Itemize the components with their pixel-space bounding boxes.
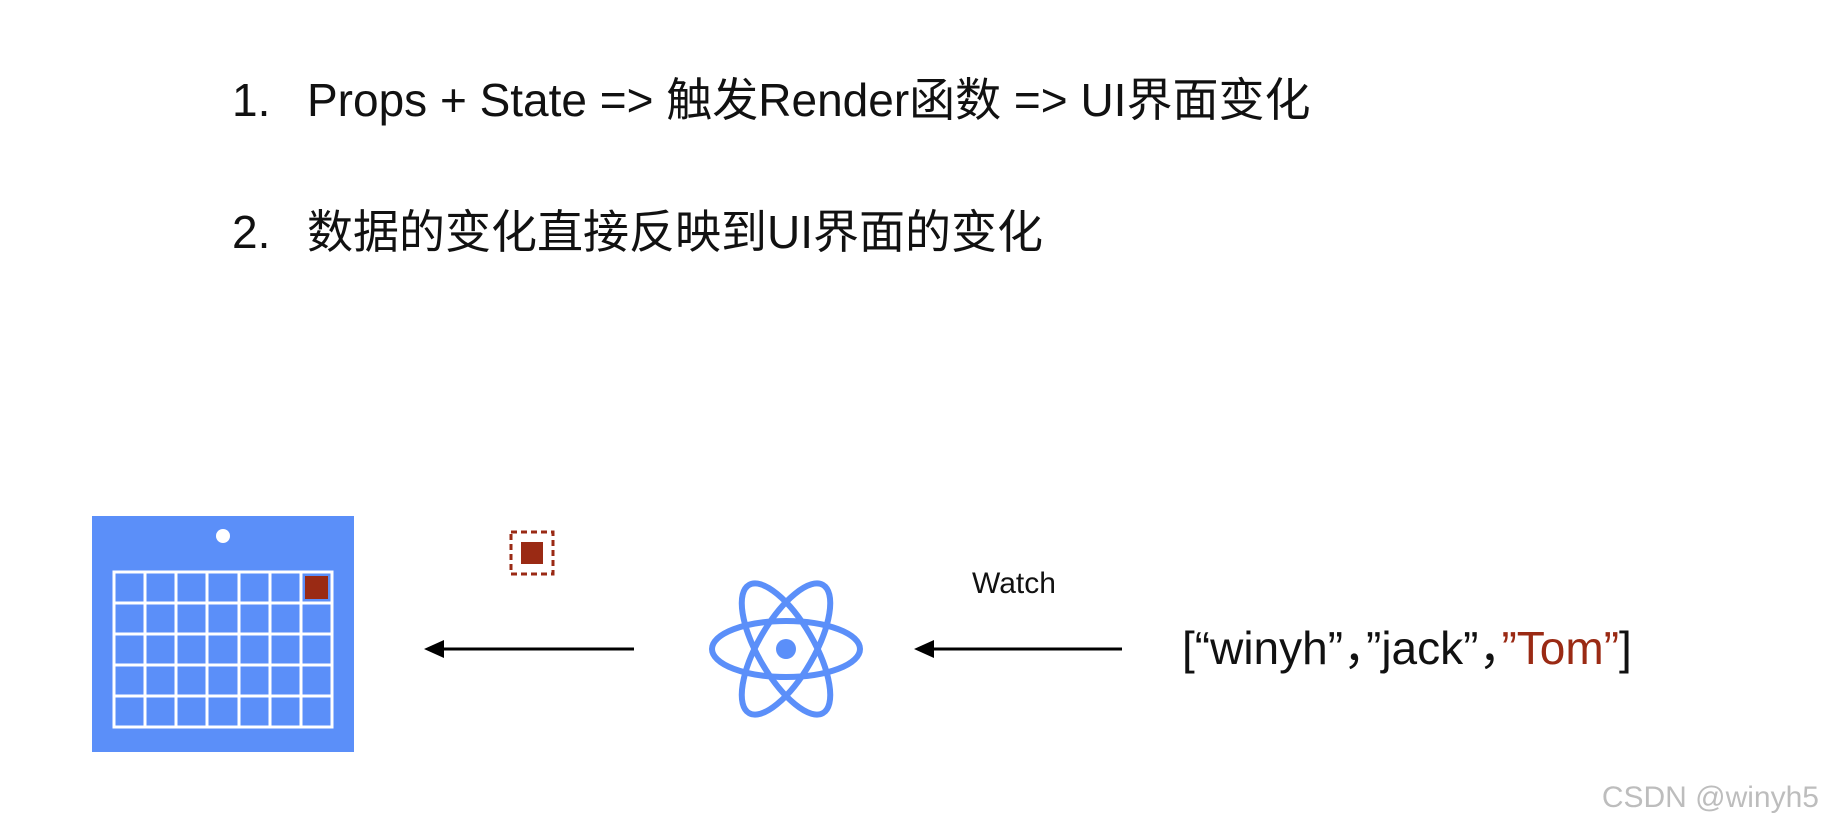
- calendar-grid-icon: [92, 516, 354, 752]
- data-array-prefix: [“winyh”，”jack”，: [1182, 622, 1502, 674]
- react-atom-icon: [709, 580, 863, 718]
- data-array-suffix: ]: [1619, 622, 1632, 674]
- changed-cell-icon: [509, 530, 555, 576]
- list-item-number: 1.: [232, 74, 271, 126]
- list-item-1: 1. Props + State => 触发Render函数 => UI界面变化: [232, 72, 1310, 128]
- list-item-number: 2.: [232, 206, 271, 258]
- data-array: [“winyh”，”jack”，”Tom”]: [1182, 620, 1632, 676]
- list-item-text: 数据的变化直接反映到UI界面的变化: [307, 206, 1043, 258]
- render-arrow: [424, 640, 634, 658]
- calendar-grid-lines: [114, 572, 332, 727]
- list-item-text: Props + State => 触发Render函数 => UI界面变化: [307, 74, 1311, 126]
- data-array-highlight: ”Tom”: [1501, 622, 1620, 674]
- watch-arrow: [914, 640, 1122, 658]
- list-item-2: 2. 数据的变化直接反映到UI界面的变化: [232, 204, 1043, 260]
- watermark: CSDN @winyh5: [1601, 781, 1819, 814]
- calendar-changed-cell: [305, 576, 328, 599]
- watch-label: Watch: [972, 567, 1056, 600]
